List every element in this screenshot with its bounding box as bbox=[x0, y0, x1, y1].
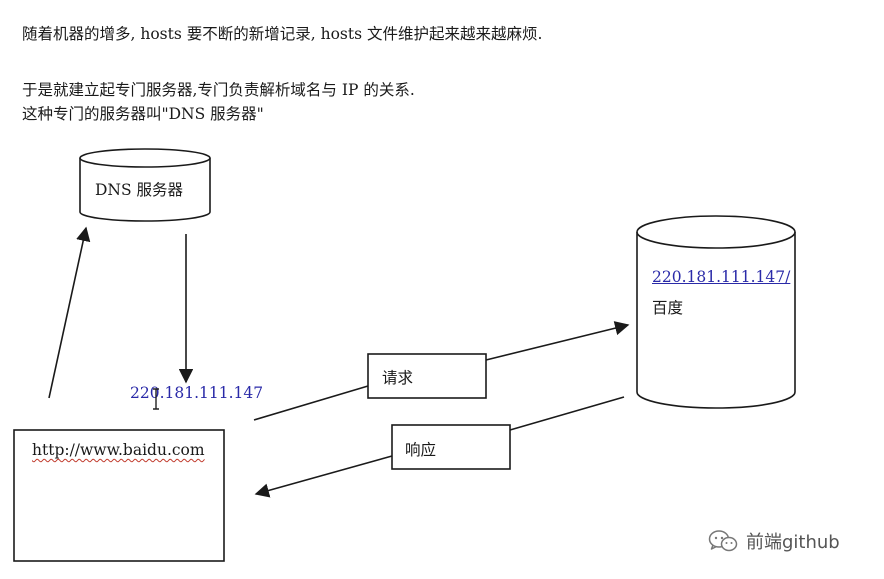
intro-line-3: 这种专门的服务器叫"DNS 服务器" bbox=[22, 105, 264, 123]
baidu-server-name: 百度 bbox=[652, 299, 684, 317]
wechat-icon bbox=[708, 530, 738, 552]
baidu-server-cylinder bbox=[636, 215, 796, 409]
dns-server-label: DNS 服务器 bbox=[95, 181, 184, 199]
browser-url-text: http://www.baidu.com bbox=[32, 441, 205, 459]
response-label: 响应 bbox=[405, 441, 437, 459]
watermark-text: 前端github bbox=[746, 532, 840, 553]
request-label: 请求 bbox=[382, 369, 414, 387]
response-line-1 bbox=[509, 396, 625, 431]
watermark: 前端github bbox=[708, 528, 840, 554]
response-box bbox=[391, 424, 511, 470]
intro-line-1: 随着机器的增多, hosts 要不断的新增记录, hosts 文件维护起来越来越… bbox=[22, 25, 543, 43]
resolved-ip-label: 220.181.111.147 bbox=[130, 384, 264, 402]
intro-line-2: 于是就建立起专门服务器,专门负责解析域名与 IP 的关系. bbox=[22, 81, 415, 99]
baidu-server-ip-link[interactable]: 220.181.111.147/ bbox=[652, 268, 791, 286]
request-box bbox=[367, 353, 487, 399]
browser-box bbox=[13, 429, 225, 562]
arrow-browser-to-dns bbox=[48, 226, 91, 399]
request-line-1 bbox=[253, 385, 369, 421]
text-cursor-icon bbox=[153, 388, 159, 410]
response-arrow bbox=[254, 455, 393, 498]
request-arrow bbox=[485, 321, 630, 361]
dns-server-cylinder bbox=[79, 148, 211, 222]
